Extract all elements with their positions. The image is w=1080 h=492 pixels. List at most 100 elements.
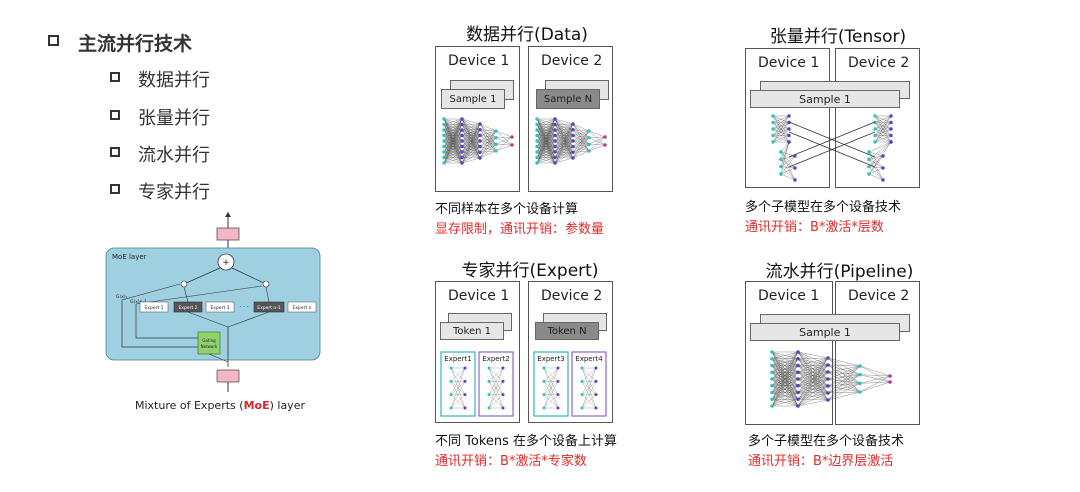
network-node <box>542 406 546 410</box>
network-node <box>771 114 775 118</box>
svg-text:Expert2: Expert2 <box>482 355 509 363</box>
gate-label-1: G(x)₁ <box>116 294 128 300</box>
sample-1-bar: Sample 1 <box>441 89 505 109</box>
token-n-bar: Token N <box>535 322 599 340</box>
sample-n-bar: Sample N <box>536 89 600 109</box>
moe-ellipsis: · · · <box>239 304 249 311</box>
network-node <box>553 117 557 121</box>
network-node <box>580 366 584 370</box>
network-node <box>873 114 877 118</box>
network-node <box>460 117 464 121</box>
network-node <box>494 142 498 147</box>
network-node <box>494 129 498 133</box>
expert-column <box>440 351 476 417</box>
network-node <box>889 114 893 118</box>
network-node <box>460 144 464 149</box>
sub-bullet-icon <box>110 147 120 157</box>
tensor-net <box>771 114 893 182</box>
network-node <box>796 383 800 388</box>
network-node <box>796 356 800 361</box>
pipeline-caption: 多个子模型在多个设备技术 <box>748 434 905 449</box>
network-node <box>770 363 774 368</box>
network-node <box>442 144 446 149</box>
network-node <box>556 406 560 410</box>
network-node <box>460 128 464 132</box>
network-node <box>873 133 877 138</box>
network-node <box>796 377 800 381</box>
network-node <box>542 366 546 370</box>
moe-diagram: MoE layer + G(x)₁ G(x)n-1 Expert 1 Exper… <box>105 212 321 392</box>
pipeline-caption-red: 通讯开销：B*边界层激活 <box>748 454 894 469</box>
network-node <box>571 144 575 149</box>
network-node <box>826 398 830 402</box>
data-net-1 <box>442 117 514 165</box>
tensor-caption-red: 通讯开销：B*激活*层数 <box>745 220 884 235</box>
main-bullet-icon <box>48 35 59 46</box>
expert-column <box>478 351 514 417</box>
network-node <box>571 139 575 143</box>
svg-text:Expert n: Expert n <box>292 305 311 311</box>
svg-text:Expert 2: Expert 2 <box>178 305 197 311</box>
network-node <box>787 140 791 144</box>
sub-bullet-icon <box>110 72 120 82</box>
network-node <box>888 374 892 378</box>
network-node <box>553 150 557 154</box>
network-node <box>460 161 464 165</box>
network-node <box>770 350 774 354</box>
expert-column <box>571 351 607 417</box>
network-node <box>796 390 800 395</box>
network-node <box>826 377 830 381</box>
outline-sub-item-data: 数据并行 <box>138 70 210 91</box>
sum-node <box>217 253 235 271</box>
moe-expert-n <box>287 301 317 313</box>
network-node <box>881 178 885 182</box>
svg-text:Expert 1: Expert 1 <box>144 305 163 311</box>
network-node <box>501 379 505 383</box>
network-node <box>442 155 446 160</box>
network-node <box>553 133 557 138</box>
network-node <box>787 127 791 131</box>
network-node <box>442 150 446 154</box>
network-node <box>771 133 775 138</box>
network-node <box>873 127 877 131</box>
network-node <box>858 390 862 394</box>
network-node <box>460 133 464 138</box>
network-node <box>770 383 774 388</box>
network-node <box>442 139 446 143</box>
network-node <box>867 164 871 169</box>
network-node <box>580 393 584 397</box>
network-node <box>501 393 505 397</box>
network-node <box>556 393 560 397</box>
network-node <box>881 166 885 170</box>
network-node <box>553 144 557 149</box>
network-node <box>826 370 830 374</box>
network-node <box>463 406 467 410</box>
pipeline-device-1: Device 1 <box>745 281 833 425</box>
expert-net-1: Expert1 Expert2 <box>440 351 514 417</box>
expert-column <box>533 351 569 417</box>
svg-text:Expert1: Expert1 <box>444 355 471 363</box>
network-node <box>553 139 557 143</box>
tensor-parallel-title: 张量并行(Tensor) <box>769 27 907 47</box>
network-node <box>510 135 514 139</box>
moe-caption: Mixture of Experts (MoE) layer <box>135 399 305 412</box>
network-node <box>535 155 539 160</box>
network-node <box>460 150 464 154</box>
network-node <box>442 161 446 165</box>
network-node <box>889 127 893 131</box>
network-node <box>535 128 539 132</box>
network-node <box>535 133 539 138</box>
network-node <box>889 120 893 125</box>
sum-plus: + <box>222 258 230 268</box>
input-box <box>216 369 240 383</box>
outline-main-item: 主流并行技术 <box>78 33 193 55</box>
network-node <box>787 133 791 138</box>
network-node <box>779 164 783 169</box>
network-node <box>796 404 800 408</box>
pipeline-net <box>770 350 892 408</box>
network-node <box>463 379 467 383</box>
network-node <box>571 156 575 160</box>
network-node <box>487 393 491 397</box>
network-node <box>535 150 539 154</box>
network-node <box>478 127 482 132</box>
